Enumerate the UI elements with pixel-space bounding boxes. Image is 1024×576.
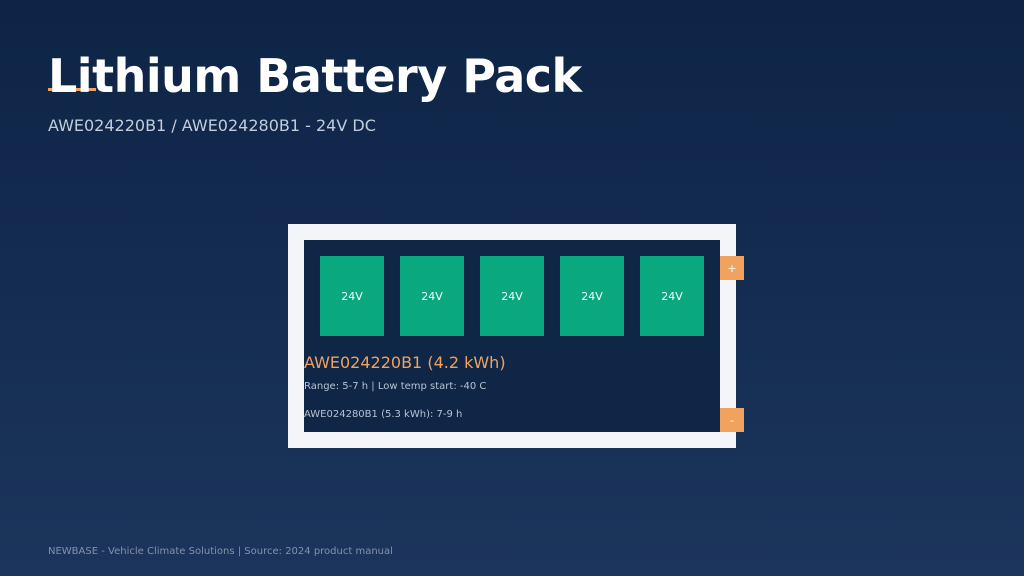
battery-cell-2: 24V xyxy=(400,256,464,336)
battery-cell-5: 24V xyxy=(640,256,704,336)
battery-cell-4: 24V xyxy=(560,256,624,336)
slide-subtitle: AWE024220B1 / AWE024280B1 - 24V DC xyxy=(48,116,376,135)
battery-cell-3: 24V xyxy=(480,256,544,336)
slide-footer: NEWBASE - Vehicle Climate Solutions | So… xyxy=(48,546,393,557)
spec-line: Range: 5-7 h | Low temp start: -40 C xyxy=(304,381,487,392)
title-accent-bar xyxy=(48,88,96,91)
positive-terminal: + xyxy=(720,256,744,280)
model-title: AWE024220B1 (4.2 kWh) xyxy=(304,353,506,372)
alt-model-line: AWE024280B1 (5.3 kWh): 7-9 h xyxy=(304,409,463,420)
battery-cell-1: 24V xyxy=(320,256,384,336)
slide-title: Lithium Battery Pack xyxy=(48,49,582,103)
negative-terminal: - xyxy=(720,408,744,432)
